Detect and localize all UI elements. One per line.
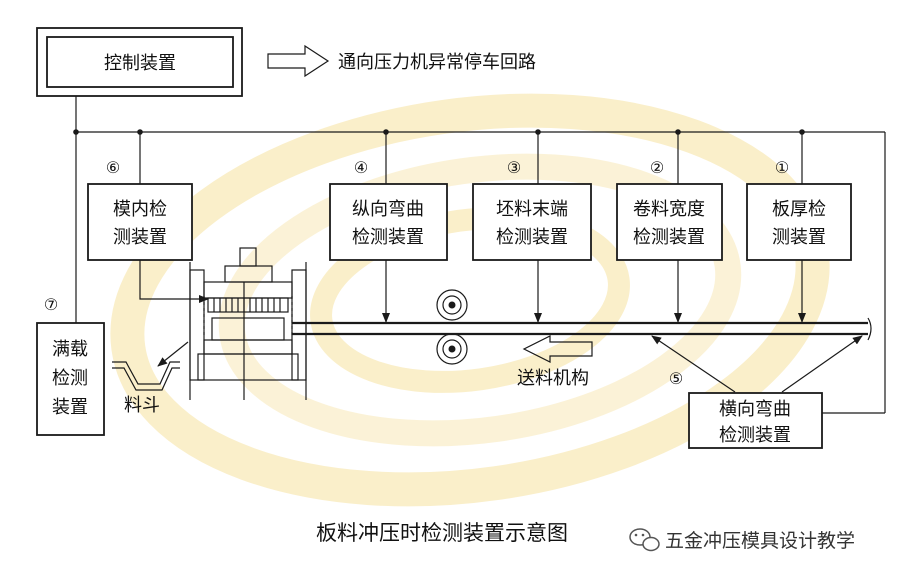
detector-7-line3: 装置 bbox=[52, 397, 88, 418]
press-die bbox=[157, 247, 307, 400]
detector-7-number: ⑦ bbox=[44, 295, 58, 314]
control-box-label: 控制装置 bbox=[104, 53, 176, 74]
detector-1-number: ① bbox=[775, 158, 789, 177]
detector-5: 横向弯曲 检测装置 ⑤ bbox=[669, 369, 823, 449]
detector-2-number: ② bbox=[650, 158, 664, 177]
detector-1: 板厚检 测装置 ① bbox=[746, 158, 852, 261]
figure-caption: 板料冲压时检测装置示意图 bbox=[316, 521, 568, 545]
feed-direction-arrow bbox=[522, 335, 593, 363]
detector-6-line1: 模内检 bbox=[113, 199, 167, 220]
background-swirl bbox=[110, 93, 830, 507]
detector-3: 坯料末端 检测装置 ③ bbox=[472, 158, 592, 261]
detector-2-line1: 卷料宽度 bbox=[633, 199, 705, 220]
sheet-strip bbox=[292, 317, 872, 341]
hopper-label: 料斗 bbox=[124, 395, 160, 416]
detector-5-line1: 横向弯曲 bbox=[719, 399, 791, 420]
signal-output-label: 通向压力机异常停车回路 bbox=[338, 52, 536, 73]
detector-7: 满载 检测 装置 ⑦ bbox=[36, 295, 105, 436]
signal-output-arrow bbox=[267, 44, 330, 78]
detector-4-line1: 纵向弯曲 bbox=[352, 199, 424, 220]
detector-7-line1: 满载 bbox=[52, 339, 88, 360]
detector-4-number: ④ bbox=[354, 158, 368, 177]
detector-6-number: ⑥ bbox=[106, 158, 120, 177]
watermark-text: 五金冲压模具设计教学 bbox=[665, 530, 855, 552]
detector-2: 卷料宽度 检测装置 ② bbox=[616, 158, 723, 261]
detector-6-line2: 测装置 bbox=[113, 227, 167, 248]
detector-2-line2: 检测装置 bbox=[633, 227, 705, 248]
detector-3-line1: 坯料末端 bbox=[496, 199, 568, 220]
wechat-icon bbox=[629, 528, 660, 552]
detector-3-line2: 检测装置 bbox=[496, 227, 568, 248]
feed-label: 送料机构 bbox=[517, 368, 589, 389]
detector-5-line2: 检测装置 bbox=[719, 425, 791, 446]
bus-wiring bbox=[73, 96, 886, 414]
hopper bbox=[112, 361, 180, 391]
sensor-arrows bbox=[139, 260, 863, 393]
detector-3-number: ③ bbox=[507, 158, 521, 177]
detector-4-line2: 检测装置 bbox=[352, 227, 424, 248]
detector-6: 模内检 测装置 ⑥ bbox=[87, 158, 193, 261]
detector-1-line1: 板厚检 bbox=[772, 199, 826, 220]
control-box: 控制装置 bbox=[36, 27, 243, 97]
detector-5-number: ⑤ bbox=[669, 369, 683, 388]
detector-7-line2: 检测 bbox=[52, 368, 88, 389]
detector-4: 纵向弯曲 检测装置 ④ bbox=[329, 158, 448, 261]
feed-rollers bbox=[436, 289, 468, 365]
detector-1-line2: 测装置 bbox=[772, 227, 826, 248]
